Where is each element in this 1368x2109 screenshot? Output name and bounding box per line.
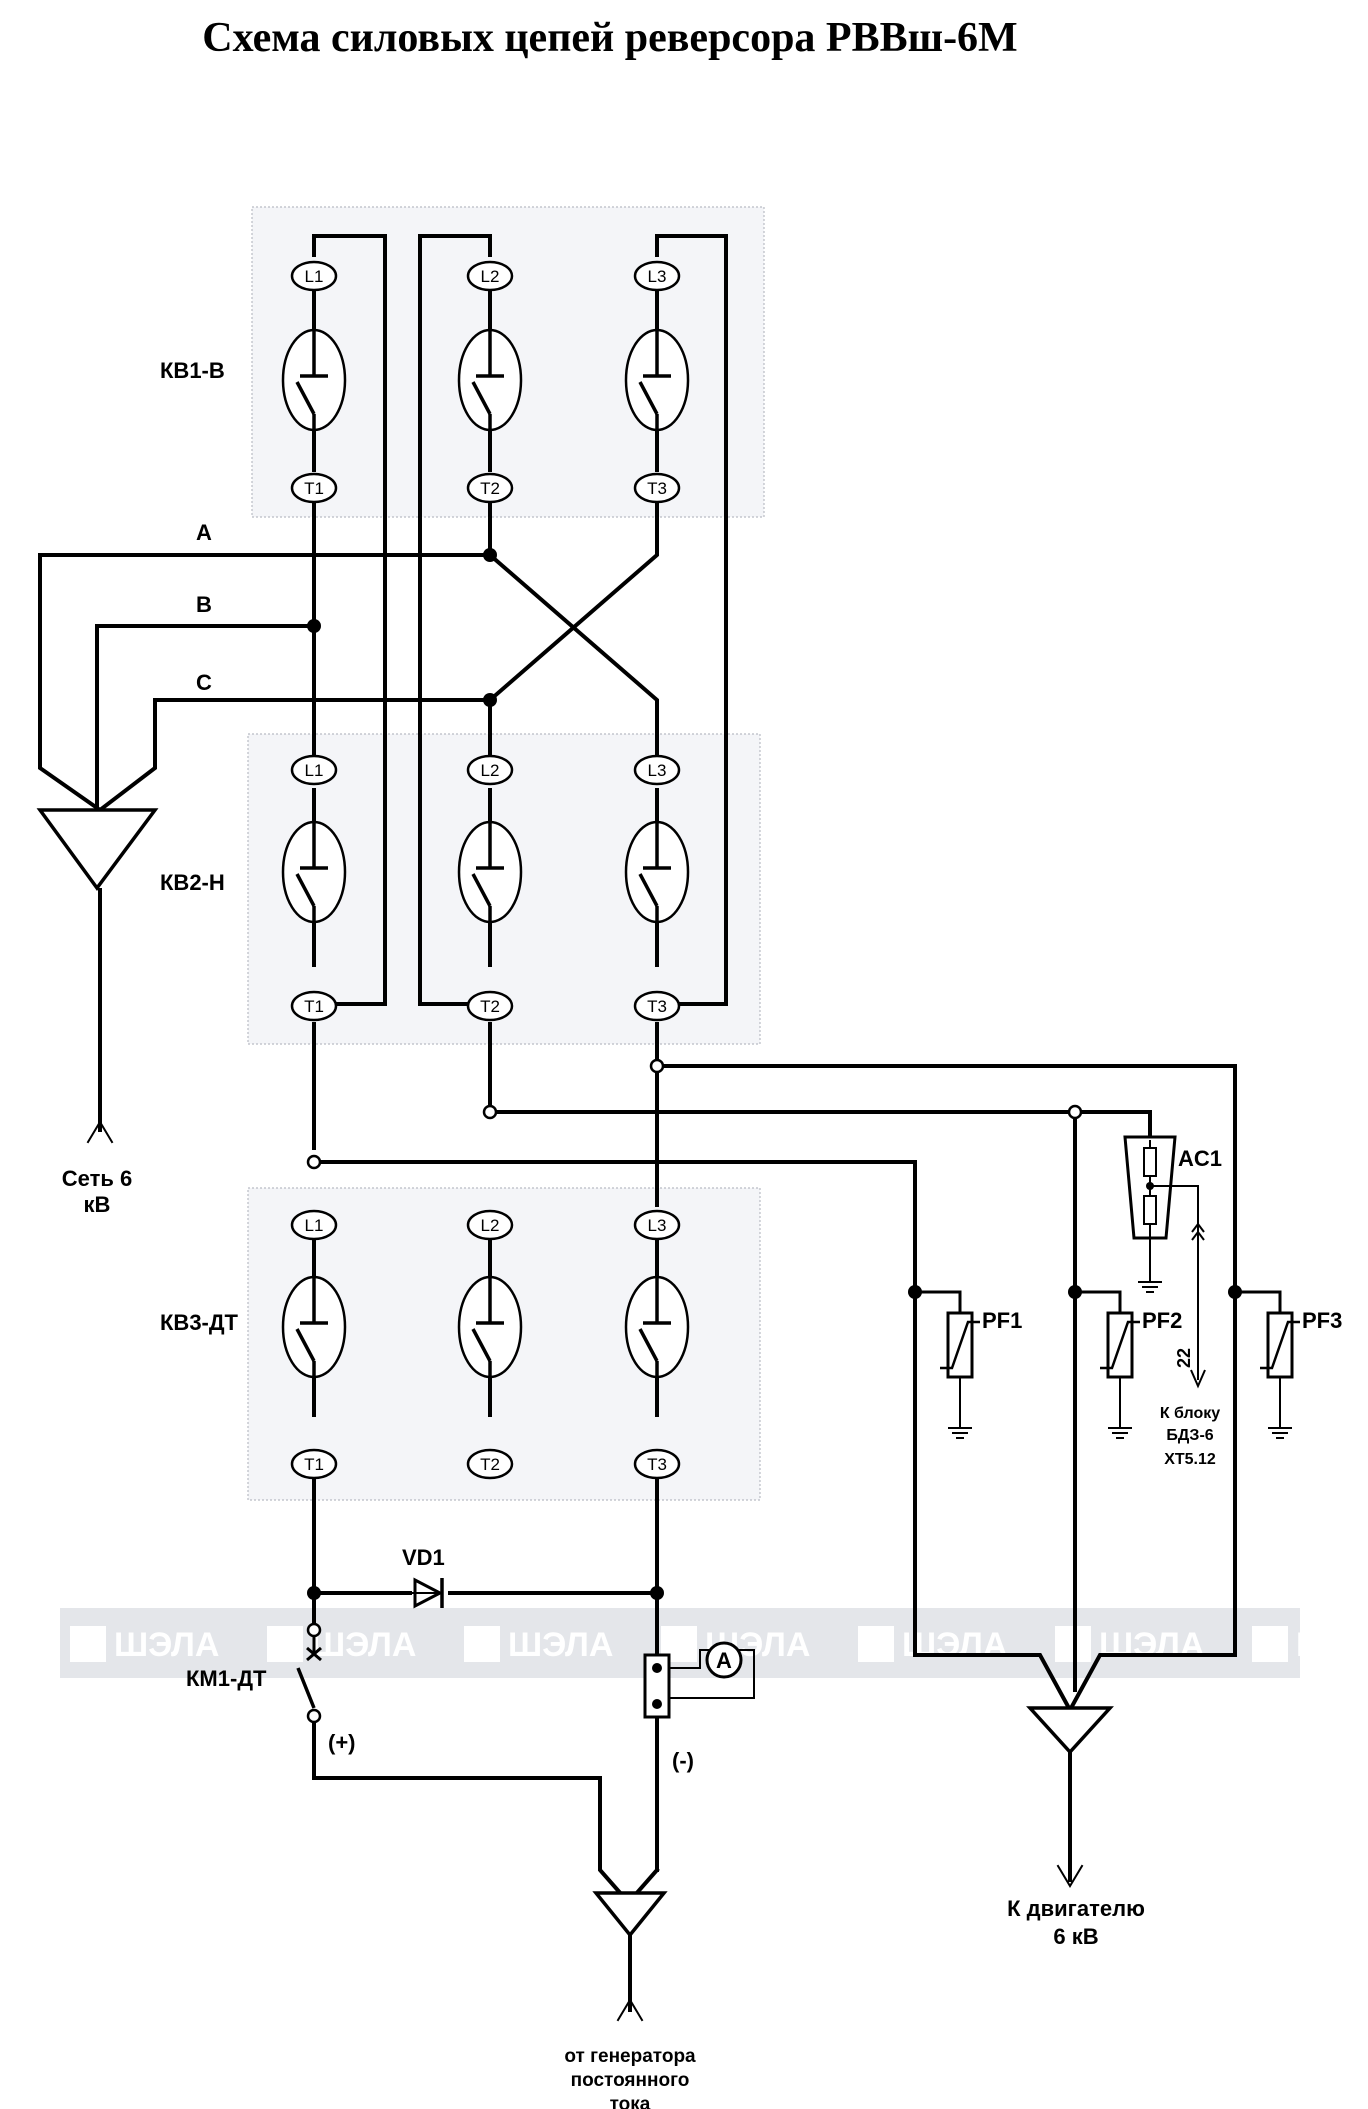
watermark-text: ШЭЛА: [1296, 1626, 1368, 1664]
terminal-load: [633, 1448, 681, 1480]
watermark-logo-icon: [858, 1626, 894, 1662]
terminal-line: [466, 754, 514, 786]
watermark-text: ШЭЛА: [902, 1626, 1007, 1664]
terminal-line: [466, 1209, 514, 1241]
ammeter: A: [705, 1641, 743, 1679]
contactor-km1-dt: [296, 1622, 322, 1724]
page-title: Схема силовых цепей реверсора РВВш-6М: [202, 15, 1018, 61]
terminal-load-label: T3: [647, 479, 667, 498]
terminal-load: [466, 990, 514, 1022]
terminal-line-label: L1: [305, 1216, 324, 1235]
wire-number: 22: [1174, 1348, 1194, 1368]
generator-connector: [592, 1891, 668, 1938]
kv1-label: КВ1-В: [160, 358, 225, 383]
arrester-pf2: PF2: [1075, 1290, 1182, 1439]
terminal-line: [290, 1209, 338, 1241]
terminal-load-label: T1: [304, 479, 324, 498]
terminal-line-label: L1: [305, 761, 324, 780]
current-shunt: [643, 1649, 755, 1719]
phase-c-label: C: [196, 670, 212, 695]
terminal-load-label: T2: [480, 1455, 500, 1474]
motor-connector: [1026, 1706, 1114, 1755]
terminal-load-label: T3: [647, 1455, 667, 1474]
terminal-line-label: L2: [481, 1216, 500, 1235]
contactor-label: КМ1-ДТ: [186, 1666, 267, 1691]
phase-a-label: A: [196, 520, 212, 545]
watermark-text: ШЭЛА: [508, 1626, 613, 1664]
watermark-text: ШЭЛА: [1099, 1626, 1204, 1664]
terminal-line-label: L1: [305, 267, 324, 286]
terminal-load-label: T2: [480, 479, 500, 498]
open-terminals: [306, 1058, 1083, 1170]
terminal-load: [290, 1448, 338, 1480]
terminal-line-label: L2: [481, 761, 500, 780]
terminal-line-label: L3: [648, 267, 667, 286]
terminal-load-label: T3: [647, 997, 667, 1016]
sensor-ac1: [1123, 1135, 1206, 1389]
ac1-label: AC1: [1178, 1146, 1222, 1171]
arrester-pf1: PF1: [915, 1290, 1022, 1439]
diode-vd1: [412, 1577, 444, 1609]
terminal-load-label: T1: [304, 997, 324, 1016]
terminal-load: [466, 1448, 514, 1480]
polarity-plus: (+): [328, 1730, 356, 1755]
terminal-line: [466, 260, 514, 292]
kv2-label: КВ2-Н: [160, 870, 225, 895]
watermark-text: ШЭЛА: [114, 1626, 219, 1664]
terminal-line-label: L3: [648, 761, 667, 780]
kv3-label: КВ3-ДТ: [160, 1310, 239, 1335]
terminal-load: [290, 472, 338, 504]
arrester-pf3: PF3: [1235, 1290, 1342, 1439]
diode-label: VD1: [402, 1545, 445, 1570]
arrester-label: PF1: [982, 1308, 1022, 1333]
watermark-logo-icon: [70, 1626, 106, 1662]
terminal-line: [290, 754, 338, 786]
watermark-logo-icon: [1252, 1626, 1288, 1662]
watermark-logo-icon: [464, 1626, 500, 1662]
terminal-load: [290, 990, 338, 1022]
terminal-load-label: T2: [480, 997, 500, 1016]
terminal-line: [633, 754, 681, 786]
watermark-band: ШЭЛАШЭЛАШЭЛАШЭЛАШЭЛАШЭЛАШЭЛА: [60, 1608, 1368, 1678]
terminal-line: [633, 260, 681, 292]
terminal-load: [633, 990, 681, 1022]
terminal-line-label: L3: [648, 1216, 667, 1235]
terminal-load: [466, 472, 514, 504]
power-wires: [38, 234, 1237, 2022]
terminal-line: [290, 260, 338, 292]
arrester-label: PF2: [1142, 1308, 1182, 1333]
watermark-logo-icon: [267, 1626, 303, 1662]
terminal-line: [633, 1209, 681, 1241]
network-connector: [36, 808, 159, 891]
polarity-minus: (-): [672, 1748, 694, 1773]
ammeter-label: A: [716, 1648, 732, 1673]
phase-b-label: B: [196, 592, 212, 617]
watermark-text: ШЭЛА: [311, 1626, 416, 1664]
terminal-line-label: L2: [481, 267, 500, 286]
arrester-label: PF3: [1302, 1308, 1342, 1333]
terminal-load: [633, 472, 681, 504]
terminal-load-label: T1: [304, 1455, 324, 1474]
